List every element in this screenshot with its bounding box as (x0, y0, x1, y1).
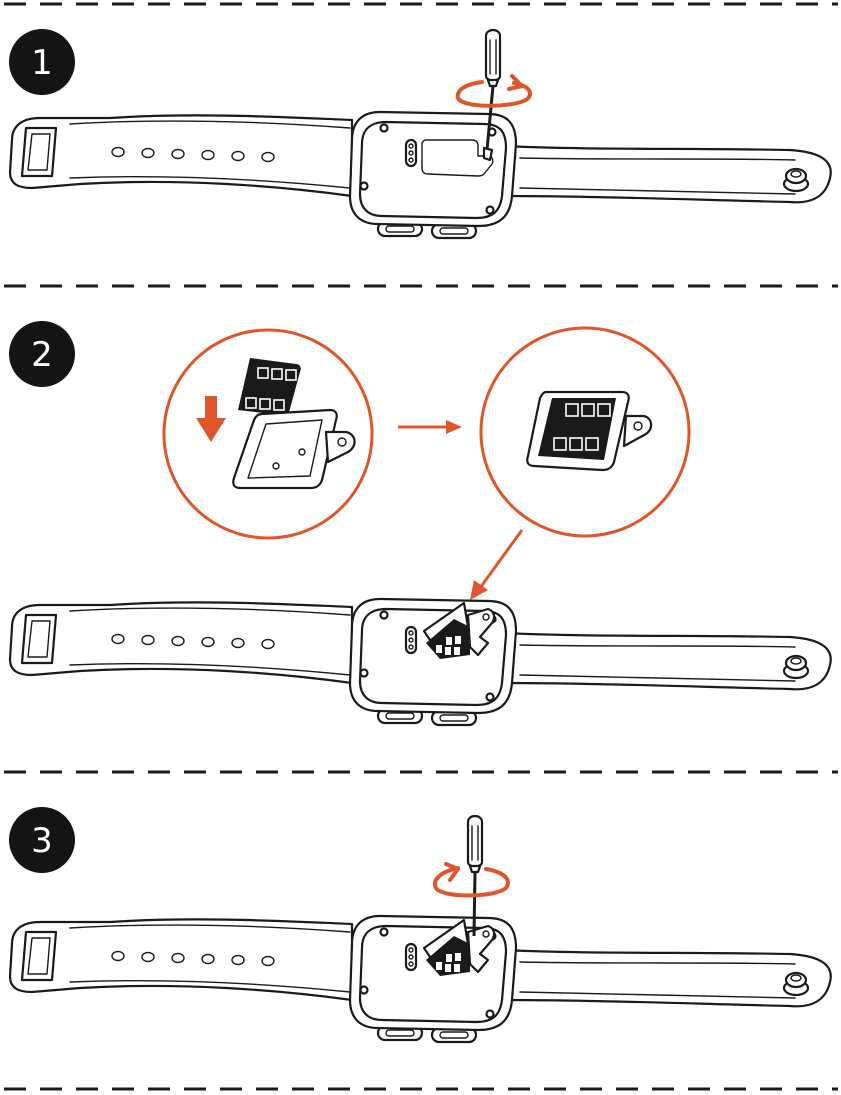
arrow-pointer-icon (470, 530, 522, 600)
watch-back-step-1 (10, 112, 831, 238)
watch-back-step-2 (10, 599, 831, 725)
step-number: 2 (31, 335, 53, 375)
arrow-right-icon (398, 420, 462, 434)
detail-circle-insert (164, 330, 372, 538)
step-number: 1 (31, 43, 53, 83)
watch-back-step-3 (10, 916, 831, 1042)
step-badge-3: 3 (9, 807, 75, 873)
step-number: 3 (31, 821, 53, 861)
detail-circle-seated (481, 328, 689, 536)
step-badge-1: 1 (9, 29, 75, 95)
step-3: 3 (9, 807, 831, 1042)
step-badge-2: 2 (9, 321, 75, 387)
step-2: 2 (9, 321, 831, 725)
step-1: 1 (9, 29, 831, 238)
